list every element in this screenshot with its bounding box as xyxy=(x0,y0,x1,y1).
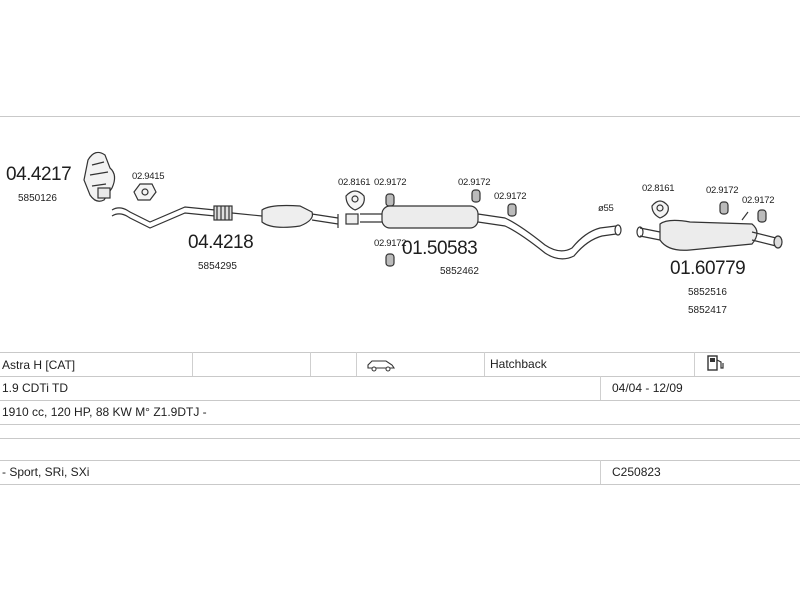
table-divider xyxy=(356,352,357,376)
car-icon xyxy=(367,360,396,372)
small-part-d: 02.9172 xyxy=(458,177,491,188)
small-part-h: 02.9172 xyxy=(706,185,739,196)
table-divider xyxy=(600,376,601,400)
table-rule xyxy=(0,424,800,425)
table-rule xyxy=(0,484,800,485)
part-code-5852462: 5852462 xyxy=(440,266,479,277)
table-divider xyxy=(192,352,193,376)
pipe-diameter-label: ø55 xyxy=(598,203,614,214)
vehicle-model: Astra H [CAT] xyxy=(2,358,76,372)
part-code-5850126: 5850126 xyxy=(18,193,57,204)
front-pipe-part xyxy=(111,204,339,229)
middle-silencer-part xyxy=(360,205,622,260)
vehicle-spec: 1910 cc, 120 HP, 88 KW M° Z1.9DTJ - xyxy=(2,405,207,419)
part-code-5852417: 5852417 xyxy=(688,305,727,316)
part-number-04-4217: 04.4217 xyxy=(6,164,72,185)
rear-hanger-icon xyxy=(651,200,669,219)
top-rule xyxy=(0,116,800,117)
small-part-i: 02.9172 xyxy=(742,195,775,206)
catalyst-part xyxy=(83,151,116,202)
small-part-b: 02.8161 xyxy=(338,177,371,188)
table-rule xyxy=(0,460,800,461)
table-divider xyxy=(600,460,601,484)
vehicle-variant: - Sport, SRi, SXi xyxy=(2,465,90,479)
table-rule xyxy=(0,376,800,377)
hanger-icon xyxy=(345,190,365,225)
part-number-01-60779: 01.60779 xyxy=(670,258,746,279)
table-divider xyxy=(484,352,485,376)
part-code-5854295: 5854295 xyxy=(198,261,237,272)
small-part-f: 02.9172 xyxy=(374,238,407,249)
fuel-pump-icon xyxy=(707,355,724,371)
small-part-g: 02.8161 xyxy=(642,183,675,194)
small-part-e: 02.9172 xyxy=(494,191,527,202)
gasket-icon xyxy=(133,183,157,201)
small-part-c: 02.9172 xyxy=(374,177,407,188)
part-number-01-50583: 01.50583 xyxy=(402,238,478,259)
rear-silencer-part xyxy=(636,211,783,251)
table-divider xyxy=(310,352,311,376)
small-part-a: 02.9415 xyxy=(132,171,165,182)
table-rule xyxy=(0,352,800,353)
table-divider xyxy=(694,352,695,376)
catalog-number: C250823 xyxy=(612,465,661,479)
vehicle-years: 04/04 - 12/09 xyxy=(612,381,683,395)
vehicle-body: Hatchback xyxy=(490,357,547,371)
mount-icon xyxy=(385,189,767,267)
vehicle-engine: 1.9 CDTi TD xyxy=(2,381,69,395)
part-code-5852516: 5852516 xyxy=(688,287,727,298)
table-rule xyxy=(0,400,800,401)
table-rule xyxy=(0,438,800,439)
part-number-04-4218: 04.4218 xyxy=(188,232,254,253)
